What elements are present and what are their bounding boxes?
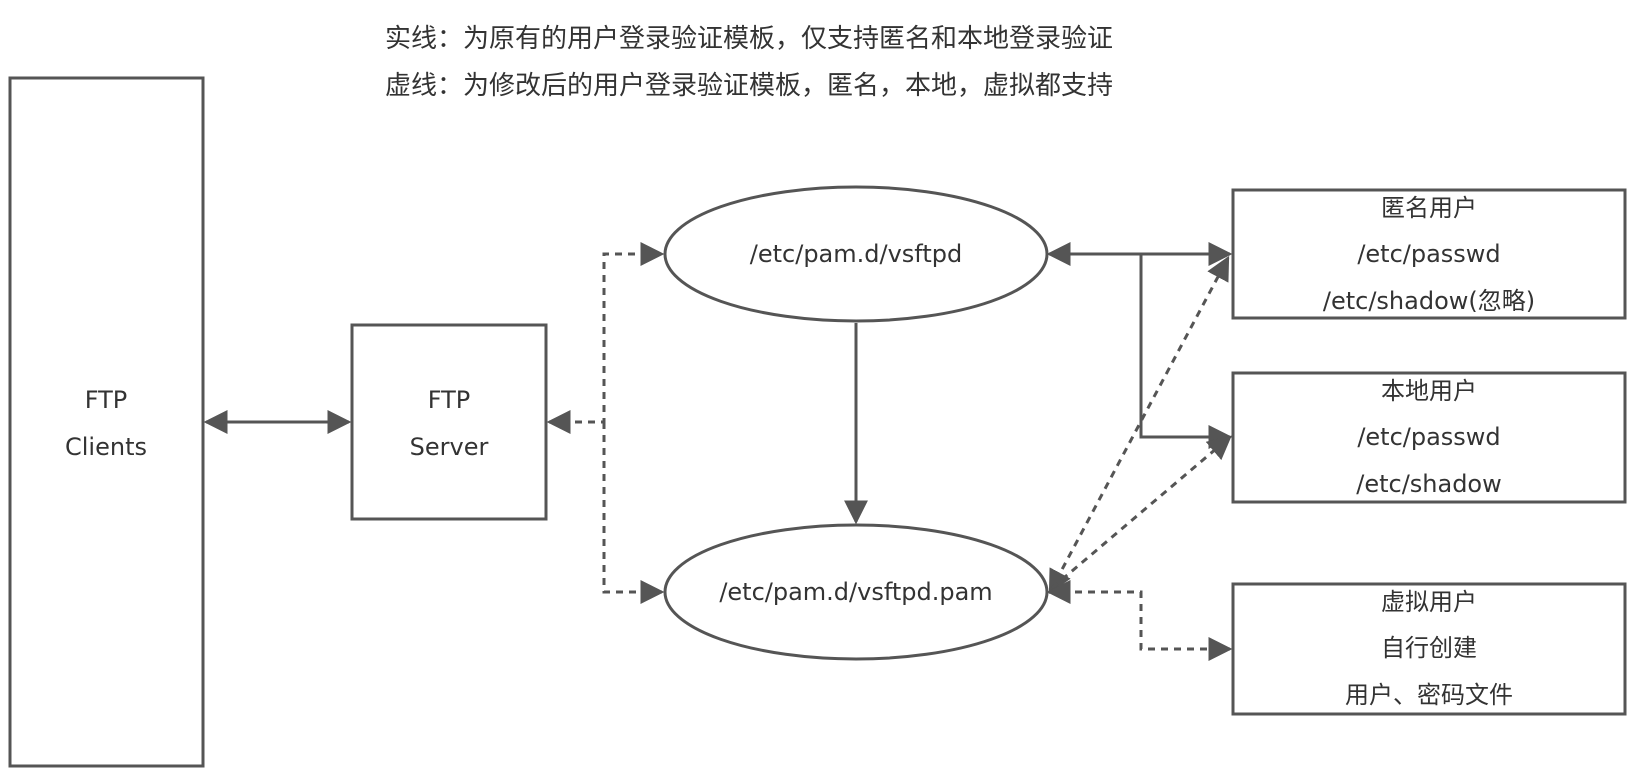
anonymous-users-passwd: /etc/passwd [1357,240,1500,268]
ftp-clients-box [8,76,205,768]
local-users-passwd: /etc/passwd [1357,423,1500,451]
vsftpd-pam-anonymous-dashed-arrow [1048,255,1230,595]
local-users-box [1231,371,1627,504]
local-users-shadow: /etc/shadow [1356,470,1502,498]
pam-vsftpd-pam-label: /etc/pam.d/vsftpd.pam [719,578,992,606]
legend-solid-line: 实线：为原有的用户登录验证模板，仅支持匿名和本地登录验证 [385,24,1113,54]
legend-dashed-line: 虚线：为修改后的用户登录验证模板，匿名，本地，虚拟都支持 [385,71,1113,101]
anonymous-users-box [1231,188,1627,320]
ftp-clients-label-1: FTP [85,386,128,414]
ftp-clients-label-2: Clients [65,433,147,461]
virtual-users-box [1231,582,1627,716]
anonymous-users-title: 匿名用户 [1381,194,1477,222]
ftp-server-box [350,323,548,521]
virtual-users-title: 虚拟用户 [1381,588,1477,616]
ftp-server-label-2: Server [410,433,489,461]
local-users-title: 本地用户 [1381,377,1477,405]
vsftpd-pam-virtual-dashed-arrow [1046,580,1233,661]
virtual-users-password-file: 用户、密码文件 [1345,681,1513,709]
anonymous-users-shadow: /etc/shadow(忽略) [1323,287,1535,315]
ftp-server-label-1: FTP [428,386,471,414]
vsftpd-pam-local-dashed-arrow [1051,435,1232,590]
server-vsftpd-dashed-arrow [546,242,665,434]
virtual-users-self-created: 自行创建 [1381,634,1477,662]
server-vsftpd-pam-dashed-arrow [602,422,665,604]
pam-vsftpd-label: /etc/pam.d/vsftpd [750,240,962,268]
